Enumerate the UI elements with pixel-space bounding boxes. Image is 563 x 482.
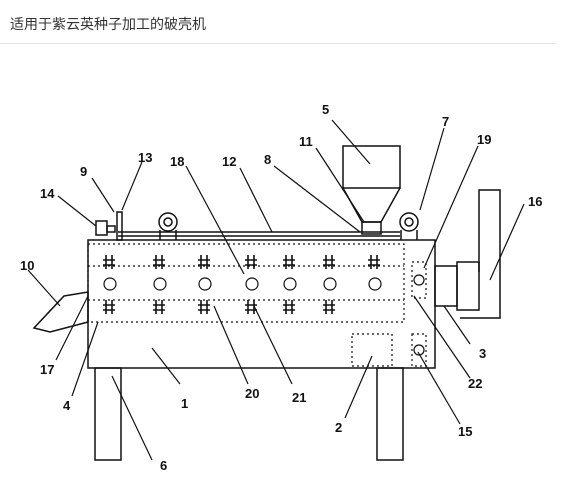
- label-17: 17: [40, 362, 54, 377]
- teeth-marks: [103, 255, 380, 314]
- leader-lines: [27, 119, 525, 461]
- motor: [456, 261, 480, 311]
- label-13: 13: [138, 150, 152, 165]
- feed-valve: [361, 221, 382, 235]
- label-9: 9: [80, 164, 87, 179]
- label-16: 16: [528, 194, 542, 209]
- label-7: 7: [442, 114, 449, 129]
- lifting-eye-right: [399, 212, 419, 240]
- label-3: 3: [479, 346, 486, 361]
- label-2: 2: [335, 420, 342, 435]
- label-11: 11: [299, 134, 313, 149]
- hopper-funnel: [342, 187, 401, 223]
- page-title: 适用于紫云英种子加工的破壳机: [10, 17, 206, 33]
- label-14: 14: [40, 186, 55, 201]
- label-10: 10: [20, 258, 34, 273]
- collector-box: [351, 333, 393, 367]
- motor-housing: [434, 265, 458, 307]
- part-14: [95, 220, 108, 236]
- leg-left: [94, 367, 122, 461]
- label-21: 21: [292, 390, 306, 405]
- title-divider: [0, 43, 556, 44]
- label-18: 18: [170, 154, 184, 169]
- hopper-top: [342, 145, 401, 189]
- label-22: 22: [468, 376, 482, 391]
- roller-row: [103, 274, 425, 356]
- label-15: 15: [458, 424, 472, 439]
- inner-chamber: [87, 243, 405, 323]
- label-4: 4: [63, 398, 71, 413]
- label-20: 20: [245, 386, 259, 401]
- main-body: [87, 239, 436, 369]
- exhaust-pipe: [460, 189, 501, 319]
- label-19: 19: [477, 132, 491, 147]
- lifting-eye-left: [158, 212, 178, 240]
- outlet-chute: [32, 291, 89, 333]
- leg-right: [376, 367, 404, 461]
- label-1: 1: [181, 396, 188, 411]
- part-13: [116, 211, 123, 241]
- label-8: 8: [264, 152, 271, 167]
- label-6: 6: [160, 458, 167, 473]
- label-12: 12: [222, 154, 236, 169]
- label-5: 5: [322, 102, 329, 117]
